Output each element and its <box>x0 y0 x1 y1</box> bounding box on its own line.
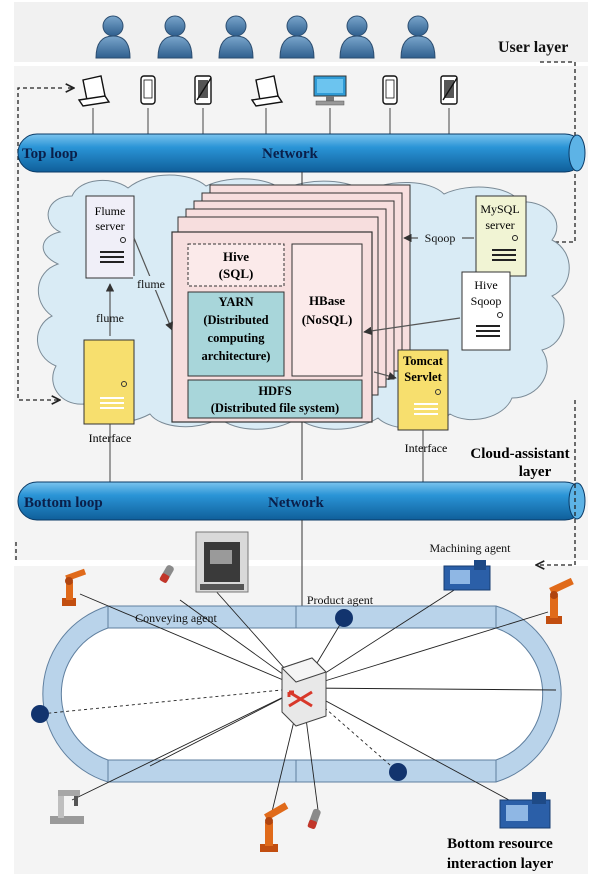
bottom-network-label: Network <box>268 495 324 511</box>
hive-sqoop-line1: Hive <box>474 278 497 292</box>
flume-label-lower: flume <box>96 311 124 325</box>
sensor-icon <box>159 565 174 583</box>
hdfs-line2: (Distributed file system) <box>211 401 339 415</box>
user-icon <box>279 15 315 59</box>
yarn-line4: architecture) <box>202 349 271 363</box>
top-loop-label: Top loop <box>22 146 78 162</box>
sensor-icon <box>307 808 321 829</box>
bottom-loop-label: Bottom loop <box>24 495 103 511</box>
product-agent-label: Product agent <box>307 593 374 607</box>
yarn-box <box>187 291 285 377</box>
sqoop-label: Sqoop <box>425 231 456 245</box>
hbase-line2: (NoSQL) <box>302 312 353 327</box>
machining-agent-label: Machining agent <box>430 541 512 555</box>
hive-box <box>187 243 285 287</box>
desktop-icon <box>313 75 347 106</box>
robot-arm-icon <box>62 568 87 606</box>
user-layer-label: User layer <box>498 39 568 56</box>
tablet-icon <box>440 75 458 105</box>
mysql-server <box>475 195 527 277</box>
hive-sqoop-line2: Sqoop <box>471 294 502 308</box>
bottom-layer-label-1: Bottom resource <box>447 836 553 852</box>
hive-line2: (SQL) <box>219 266 254 281</box>
product-agent-dot <box>335 609 353 627</box>
yarn-line2: (Distributed <box>203 313 268 327</box>
mysql-line2: server <box>485 218 514 232</box>
yarn-line1: YARN <box>219 295 254 309</box>
bottom-network-pipe <box>17 481 586 521</box>
hive-line1: Hive <box>223 249 249 264</box>
robot-arm-icon <box>546 577 574 624</box>
bottom-layer-label-2: interaction layer <box>447 856 554 872</box>
hbase-box <box>291 243 363 377</box>
tomcat-line1: Tomcat <box>403 354 444 368</box>
right-interface-label: Interface <box>405 441 448 455</box>
hbase-line1: HBase <box>309 293 345 308</box>
user-icons <box>95 15 436 59</box>
flume-server-line2: server <box>95 219 124 233</box>
tomcat-server <box>397 349 449 431</box>
machining-agent-icon <box>443 560 491 591</box>
mysql-line1: MySQL <box>480 202 519 216</box>
machining-agent-icon <box>499 792 551 829</box>
cloud-layer-label-1: Cloud-assistant <box>470 446 569 462</box>
bottom-right-dashed-bracket <box>536 400 576 565</box>
user-icon <box>218 15 254 59</box>
hive-sqoop-server <box>461 271 511 351</box>
tablet-icon <box>194 75 212 105</box>
flume-label-bg <box>133 276 169 290</box>
agent-dot-left <box>31 705 49 723</box>
user-icon <box>157 15 193 59</box>
cloud-layer-label-2: layer <box>519 464 552 480</box>
flume-label-upper: flume <box>137 277 165 291</box>
user-icon <box>400 15 436 59</box>
device-connectors <box>92 108 450 134</box>
sqoop-label-bg <box>418 230 462 245</box>
phone-icon <box>382 75 398 105</box>
flume-server-line1: Flume <box>95 204 126 218</box>
device-row <box>77 75 458 107</box>
hdfs-box <box>187 379 363 419</box>
robot-arm-icon <box>260 802 289 852</box>
top-network-label: Network <box>262 146 318 162</box>
cluster-to-tomcat-arrow <box>373 371 397 381</box>
yarn-line3: computing <box>208 331 266 345</box>
agent-dot-bottom <box>389 763 407 781</box>
laptop-icon <box>250 75 284 107</box>
router-icon <box>281 657 327 727</box>
top-left-dashed-bracket <box>17 87 62 400</box>
hdfs-line1: HDFS <box>258 384 291 398</box>
top-network-pipe <box>17 133 586 173</box>
laptop-icon <box>77 75 111 107</box>
machine-tool-icon <box>195 531 249 593</box>
user-icon <box>95 15 131 59</box>
left-interface-server <box>83 339 135 425</box>
flume-server <box>85 195 135 279</box>
printer-3d-icon <box>50 790 84 824</box>
tomcat-line2: Servlet <box>404 370 442 384</box>
hive-sqoop-to-hbase-arrow <box>363 317 461 336</box>
conveying-agent-label: Conveying agent <box>135 611 217 625</box>
user-icon <box>339 15 375 59</box>
phone-icon <box>140 75 156 105</box>
